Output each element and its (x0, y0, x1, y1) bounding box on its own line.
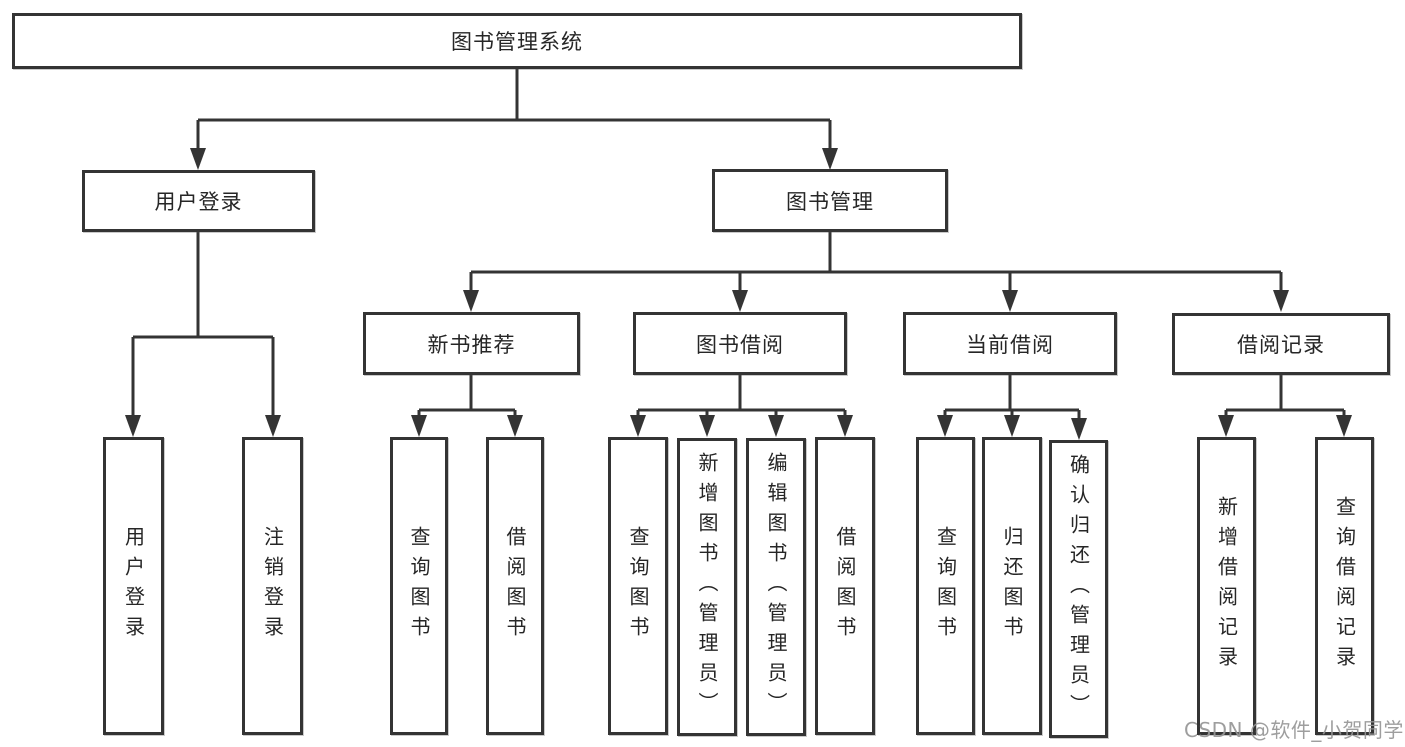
leaf-borrow-query-books: 查询图书 (608, 437, 668, 735)
leaf-user-login: 用户登录 (103, 437, 164, 735)
arrowhead (1002, 290, 1018, 312)
arrowhead (699, 415, 715, 437)
leaf-label: 查询借阅记录 (1332, 496, 1357, 676)
connector-book-borrowing-to-leaves (636, 375, 847, 419)
leaf-label: 注销登录 (260, 526, 285, 646)
arrowhead (411, 415, 427, 437)
leaf-borrow-borrow-books: 借阅图书 (815, 437, 875, 735)
node-new-book-recommend: 新书推荐 (363, 312, 580, 375)
leaf-newbook-query-books: 查询图书 (390, 437, 448, 735)
leaf-borrow-add-books-admin: 新增图书（管理员） (677, 438, 737, 736)
leaf-label: 用户登录 (121, 526, 146, 646)
leaf-records-add-record: 新增借阅记录 (1197, 437, 1256, 735)
leaf-logout: 注销登录 (242, 437, 303, 735)
leaf-label: 查询图书 (933, 526, 958, 646)
node-root: 图书管理系统 (12, 13, 1022, 69)
leaf-label: 确认归还（管理员） (1066, 454, 1091, 724)
arrowhead (190, 148, 206, 170)
arrowhead (1071, 418, 1087, 440)
node-current-borrowing: 当前借阅 (903, 312, 1117, 375)
leaf-borrow-edit-books-admin: 编辑图书（管理员） (746, 438, 806, 736)
node-borrowing-records: 借阅记录 (1172, 313, 1390, 375)
arrowhead (937, 415, 953, 437)
arrowhead (822, 148, 838, 170)
connector-current-borrowing-to-leaves (943, 375, 1081, 421)
arrowhead (507, 415, 523, 437)
arrowhead (125, 415, 141, 437)
connector-new-book-to-leaves (417, 375, 517, 419)
connector-borrowing-records-to-leaves (1224, 375, 1346, 419)
leaf-label: 新增图书（管理员） (695, 452, 719, 722)
arrowhead (1218, 415, 1234, 437)
arrowhead (837, 415, 853, 437)
leaf-records-query-record: 查询借阅记录 (1315, 437, 1374, 735)
connector-root-to-level2 (196, 69, 832, 152)
arrowhead (768, 415, 784, 437)
node-book-borrowing: 图书借阅 (633, 312, 847, 375)
leaf-label: 归还图书 (1000, 526, 1024, 646)
leaf-label: 查询图书 (626, 526, 650, 646)
leaf-current-return-books: 归还图书 (982, 437, 1042, 735)
leaf-label: 查询图书 (407, 526, 431, 646)
leaf-label: 借阅图书 (833, 526, 857, 646)
connector-book-management-to-level3 (469, 232, 1283, 293)
leaf-current-confirm-return-admin: 确认归还（管理员） (1049, 440, 1108, 738)
arrowhead (1004, 415, 1020, 437)
node-book-management: 图书管理 (712, 169, 948, 232)
leaf-label: 编辑图书（管理员） (764, 452, 788, 722)
arrowhead (732, 290, 748, 312)
arrowhead (630, 415, 646, 437)
leaf-newbook-borrow-books: 借阅图书 (486, 437, 544, 735)
leaf-current-query-books: 查询图书 (916, 437, 975, 735)
leaf-label: 新增借阅记录 (1214, 496, 1239, 676)
arrowhead (265, 415, 281, 437)
leaf-label: 借阅图书 (503, 526, 527, 646)
arrowhead (1336, 415, 1352, 437)
arrowhead (1273, 290, 1289, 312)
arrowhead (463, 290, 479, 312)
csdn-watermark: CSDN @软件_小贺同学 (1184, 718, 1404, 742)
node-user-login: 用户登录 (82, 170, 315, 232)
connector-user-login-to-leaves (131, 232, 275, 419)
